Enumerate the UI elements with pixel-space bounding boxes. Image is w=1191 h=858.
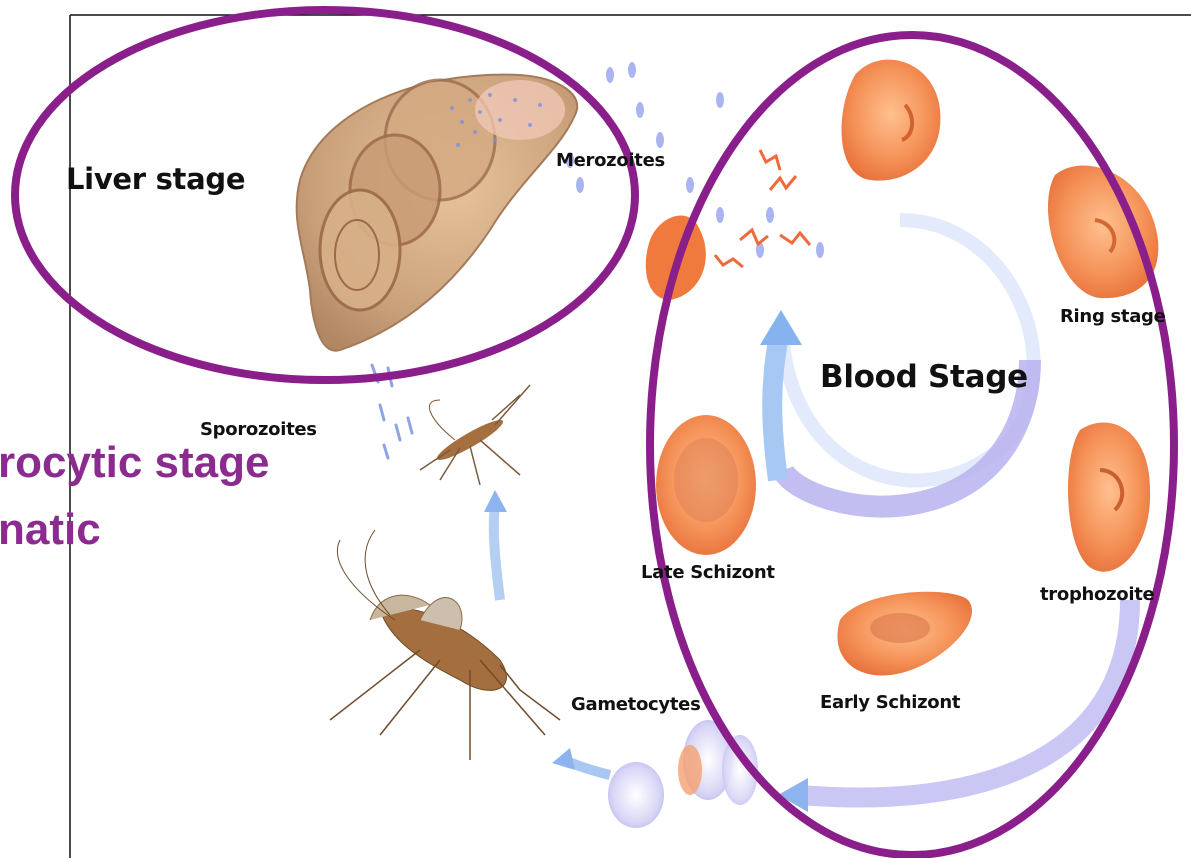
mosquito-large-icon	[330, 530, 560, 760]
gametocyte-arrow-icon	[552, 748, 575, 770]
cycle-arrow-head-icon	[760, 310, 802, 345]
gametocyte-cells	[608, 720, 758, 828]
trophozoite-cell	[1068, 423, 1150, 572]
mosquito-up-arrow-shaft	[494, 505, 500, 600]
ring-stage-cell	[1048, 165, 1158, 298]
ring-stage-label: Ring stage	[1060, 306, 1166, 327]
merozoites-label: Merozoites	[556, 150, 665, 171]
late-schizont-label: Late Schizont	[641, 562, 775, 583]
liver-illustration	[297, 75, 578, 351]
overlay-text-line2: natic	[0, 505, 101, 555]
gametocytes-label: Gametocytes	[571, 694, 701, 715]
sporozoites-label: Sporozoites	[200, 419, 317, 440]
early-schizont-label: Early Schizont	[820, 692, 960, 713]
late-schizont-cell	[656, 415, 756, 555]
trophozoite-label: trophozoite	[1040, 584, 1154, 605]
mosquito-up-arrow-icon	[484, 490, 507, 512]
early-schizont-cell	[837, 592, 972, 676]
mosquito-small-icon	[420, 385, 530, 485]
ring-cell-top	[841, 60, 940, 181]
blood-stage-label: Blood Stage	[820, 359, 1028, 395]
liver-stage-label: Liver stage	[66, 162, 245, 196]
overlay-text-line1: rocytic stage	[0, 438, 269, 488]
cycle-arrow-shaft	[772, 330, 780, 480]
